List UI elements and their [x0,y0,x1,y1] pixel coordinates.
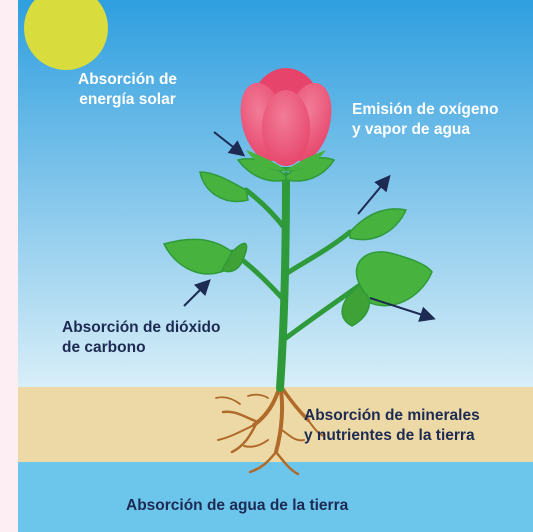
leaves-icon [162,156,433,327]
label-oxygen-line-2: y vapor de agua [352,121,471,138]
arrow-vapor-icon [369,297,436,322]
label-oxygen-emission: Emisión de oxígeno y vapor de agua [352,100,498,140]
label-solar-line-1: Absorción de [78,71,178,88]
label-minerals-absorption: Absorción de minerales y nutrientes de l… [304,406,480,446]
arrow-oxygen-icon [357,174,391,215]
sky [18,0,533,387]
water-band [18,462,533,532]
arrow-co2-icon [183,279,211,307]
arrow-solar-icon [213,131,246,157]
label-co2-line-1: Absorción de dióxido [62,319,221,336]
label-minerals-line-2: y nutrientes de la tierra [304,427,475,444]
label-co2-line-2: de carbono [62,339,146,356]
label-oxygen-line-1: Emisión de oxígeno [352,101,499,118]
plant-illustration [18,0,533,532]
plant-diagram: Absorción de energía solar Emisión de ox… [18,0,533,532]
label-solar-line-2: energía solar [79,91,176,108]
label-solar-absorption: Absorción de energía solar [78,70,177,110]
arrows [183,131,436,322]
label-water-absorption: Absorción de agua de la tierra [126,497,349,514]
stem-icon [229,172,363,392]
label-co2-absorption: Absorción de dióxido de carbono [62,318,220,358]
sun-icon [24,0,108,70]
flower-icon [240,68,332,172]
label-minerals-line-1: Absorción de minerales [304,407,480,424]
